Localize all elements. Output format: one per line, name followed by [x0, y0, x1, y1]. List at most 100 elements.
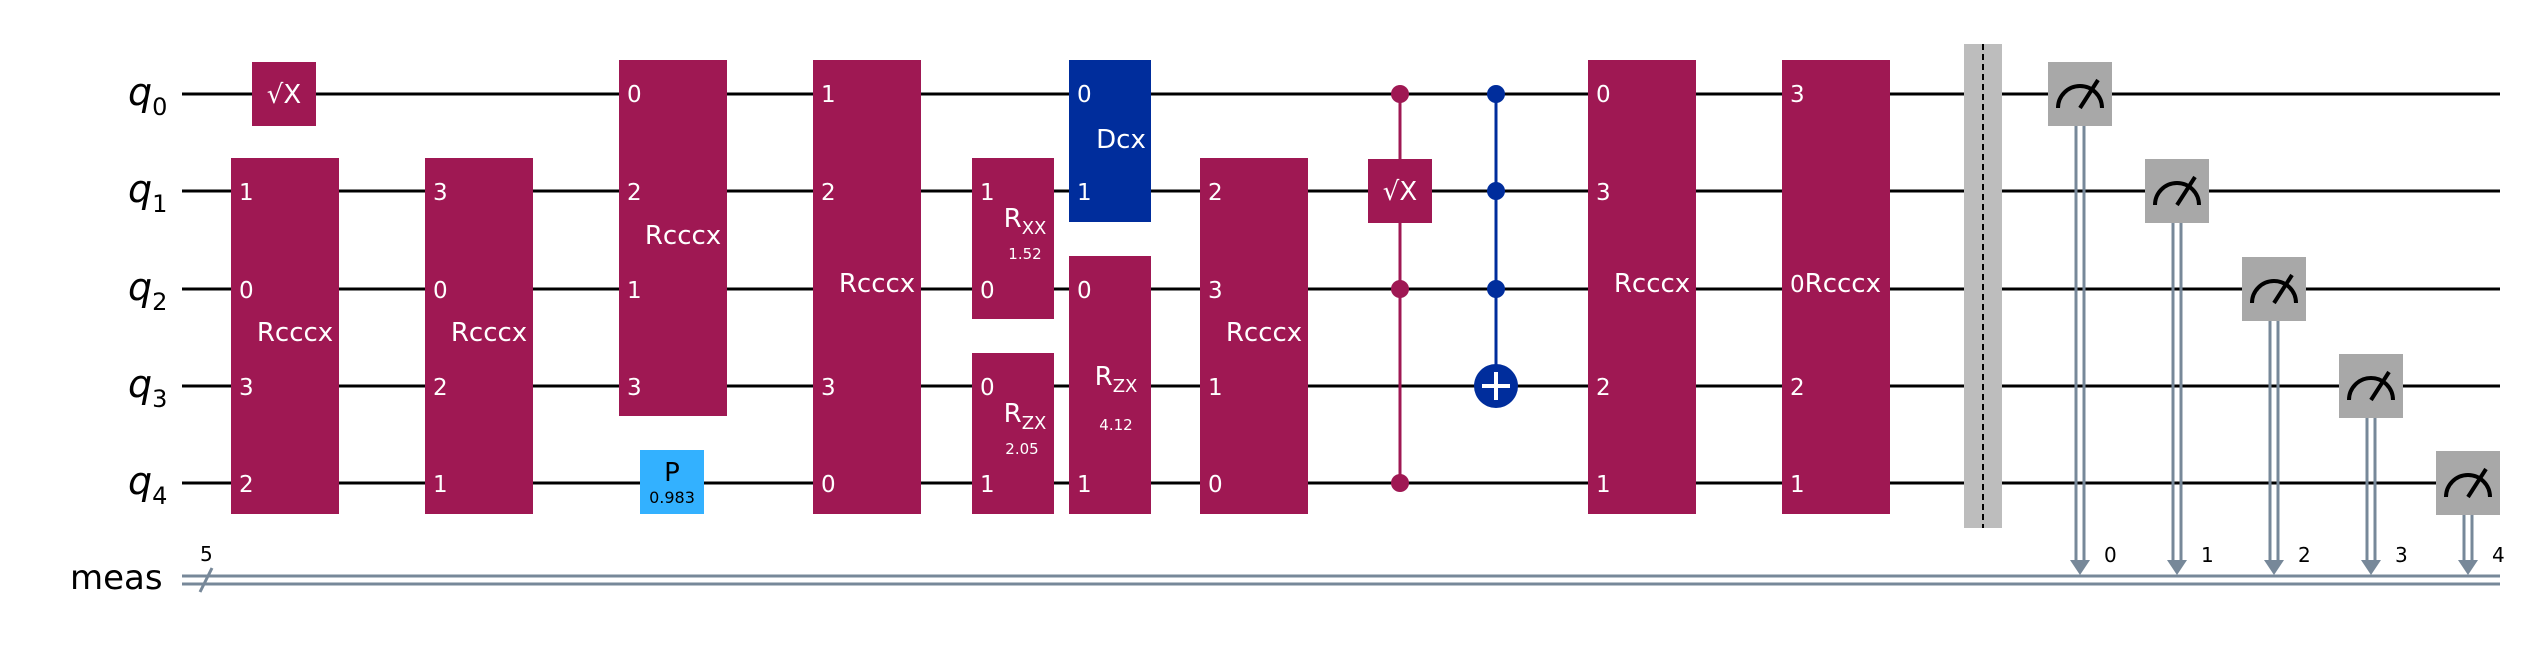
dcx-gate: [1069, 60, 1151, 222]
measure-3: 3: [2339, 354, 2408, 575]
control-dot: [1487, 280, 1505, 298]
rcccx-gate-1-label: Rcccx: [257, 318, 333, 348]
rcccx-gate-4-pin: 3: [821, 375, 836, 401]
rcccx-gate-2-pin: 3: [433, 180, 448, 206]
rzx-gate-2-pin: 0: [1077, 278, 1092, 304]
control-dot: [1391, 474, 1409, 492]
qubit-label-3: q3: [128, 362, 167, 413]
rcccx-gate-2: [425, 158, 533, 514]
rcccx-gate-7-pin: 3: [1790, 82, 1805, 108]
measure-bit-label: 2: [2298, 543, 2311, 567]
measure-bit-label: 1: [2201, 543, 2214, 567]
control-dot: [1391, 280, 1409, 298]
rcccx-gate-3-pin: 1: [627, 278, 642, 304]
measure-bit-label: 3: [2395, 543, 2408, 567]
meter-icon: [2056, 84, 2104, 109]
rzx-gate-1-pin: 1: [980, 472, 995, 498]
rcccx-gate-6: [1588, 60, 1696, 514]
measure-1: 1: [2145, 159, 2214, 575]
measure-bit-label: 0: [2104, 543, 2117, 567]
rcccx-gate-3-label: Rcccx: [645, 221, 721, 251]
rcccx-gate-4-label: Rcccx: [839, 269, 915, 299]
measure-bit-label: 4: [2492, 543, 2505, 567]
rcccx-gate-6-pin: 2: [1596, 375, 1611, 401]
rcccx-gate-4: [813, 60, 921, 514]
rcccx-gate-6-pin: 3: [1596, 180, 1611, 206]
phase-gate: [640, 450, 704, 514]
register-width-label: 5: [200, 542, 213, 566]
rzx-gate-2-pin: 1: [1077, 472, 1092, 498]
qubit-label-4: q4: [128, 459, 167, 510]
classical-register-label: meas: [70, 558, 163, 598]
rcccx-gate-3: [619, 60, 727, 416]
rcccx-gate-1-pin: 3: [239, 375, 254, 401]
classical-wire: [182, 574, 2500, 586]
rcccx-gate-6-label: Rcccx: [1614, 269, 1690, 299]
phase-gate-param: 0.983: [649, 488, 695, 507]
rzx-gate-2-param: 4.12: [1099, 416, 1132, 434]
meter-icon: [2153, 181, 2201, 206]
meter-icon: [2444, 473, 2492, 498]
rcccx-gate-1-pin: 0: [239, 278, 254, 304]
meter-icon: [2250, 279, 2298, 304]
rcccx-gate-7: [1782, 60, 1890, 514]
rcccx-gate-5-pin: 2: [1208, 180, 1223, 206]
rcccx-gate-5-pin: 0: [1208, 472, 1223, 498]
rcccx-gate-5-label: Rcccx: [1226, 318, 1302, 348]
measure-0: 0: [2048, 62, 2117, 575]
dcx-gate-label: Dcx: [1096, 125, 1146, 155]
csx-gate: [1368, 159, 1432, 223]
qubit-wires: [182, 92, 2500, 485]
rcccx-gate-5: [1200, 158, 1308, 514]
rxx-gate-pin: 0: [980, 278, 995, 304]
measure-4: 4: [2436, 451, 2505, 575]
rxx-gate: [972, 158, 1054, 319]
wire-labels: q0 q1 q2 q3 q4: [128, 70, 167, 510]
qubit-label-0: q0: [128, 70, 167, 121]
phase-gate-label: P: [664, 458, 680, 488]
rzx-gate-1: [972, 353, 1054, 514]
rcccx-gate-1-pin: 2: [239, 472, 254, 498]
rzx-gate-2-label: RZX: [1095, 362, 1138, 397]
rcccx-gate-2-pin: 2: [433, 375, 448, 401]
rcccx-gate-4-pin: 1: [821, 82, 836, 108]
rzx-gate-1-param: 2.05: [1005, 440, 1038, 458]
dcx-gate-pin: 1: [1077, 180, 1092, 206]
qubit-label-2: q2: [128, 265, 167, 316]
rzx-gate-2: [1069, 256, 1151, 514]
rcccx-gate-2-label: Rcccx: [451, 318, 527, 348]
rcccx-gate-3-pin: 3: [627, 375, 642, 401]
rcccx-gate-7-pin: 1: [1790, 472, 1805, 498]
rxx-gate-label: RXX: [1004, 204, 1047, 239]
rcccx-gate-5-pin: 3: [1208, 278, 1223, 304]
dcx-gate-pin: 0: [1077, 82, 1092, 108]
rzx-gate-1-pin: 0: [980, 375, 995, 401]
rcccx-gate-2-pin: 0: [433, 278, 448, 304]
register-width-slash: [198, 567, 214, 593]
csx-gate-label: √X: [1383, 177, 1417, 207]
rxx-gate-param: 1.52: [1008, 245, 1041, 263]
rcccx-gate-6-pin: 0: [1596, 82, 1611, 108]
rcccx-gate-5-pin: 1: [1208, 375, 1223, 401]
qubit-label-1: q1: [128, 167, 167, 218]
rcccx-gate-4-pin: 0: [821, 472, 836, 498]
rcccx-gate-7-pin-label: 0Rcccx: [1790, 269, 1881, 299]
control-dot: [1487, 182, 1505, 200]
rcccx-gate-7-pin: 2: [1790, 375, 1805, 401]
sx-gate-label: √X: [267, 80, 301, 110]
rxx-gate-pin: 1: [980, 180, 995, 206]
rcccx-gate-2-pin: 1: [433, 472, 448, 498]
rcccx-gate-6-pin: 1: [1596, 472, 1611, 498]
rcccx-gate-3-pin: 2: [627, 180, 642, 206]
meter-icon: [2347, 376, 2395, 401]
rcccx-gate-1: [231, 158, 339, 514]
control-dot: [1487, 85, 1505, 103]
rcccx-gate-3-pin: 0: [627, 82, 642, 108]
rcccx-gate-4-pin: 2: [821, 180, 836, 206]
measure-2: 2: [2242, 257, 2311, 575]
control-dot: [1391, 85, 1409, 103]
rzx-gate-1-label: RZX: [1004, 399, 1047, 434]
rcccx-gate-1-pin: 1: [239, 180, 254, 206]
sx-gate: [252, 62, 316, 126]
